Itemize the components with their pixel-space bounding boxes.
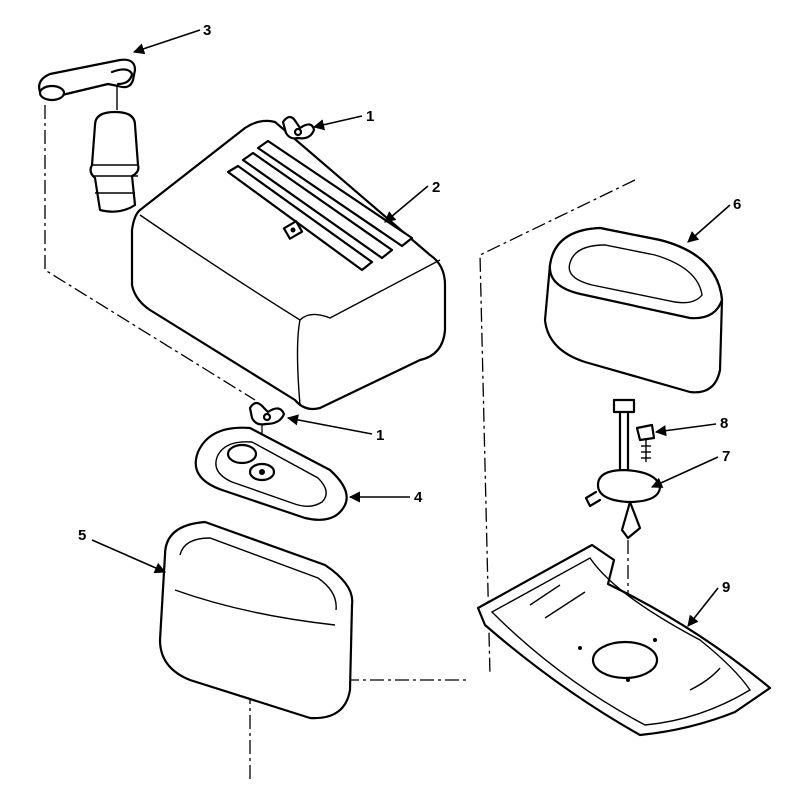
part-8-screw — [635, 423, 656, 462]
part-6-filter-element — [543, 226, 724, 394]
part-5-bowl — [158, 520, 354, 720]
part-1-wing-nut-lower — [248, 401, 286, 426]
callout-6: 6 — [733, 196, 741, 213]
callout-9: 9 — [722, 579, 730, 596]
callout-4: 4 — [414, 489, 423, 506]
callout-7: 7 — [722, 448, 730, 465]
callout-labels: 3 1 2 1 4 5 6 8 7 9 — [78, 22, 741, 596]
part-3-precleaner-tube — [38, 58, 140, 213]
part-9-back-plate — [476, 543, 772, 737]
part-4-base-plate — [194, 426, 348, 521]
callout-1-upper: 1 — [366, 108, 374, 125]
callout-1-lower: 1 — [376, 427, 384, 444]
callout-5: 5 — [78, 527, 86, 544]
callout-2: 2 — [432, 179, 440, 196]
callout-3: 3 — [203, 22, 211, 39]
leader-lines — [91, 29, 731, 627]
part-1-wing-nut-upper — [281, 115, 316, 140]
callout-8: 8 — [720, 415, 728, 432]
part-2-cover — [130, 119, 447, 411]
part-7-stud-bracket — [584, 398, 662, 540]
